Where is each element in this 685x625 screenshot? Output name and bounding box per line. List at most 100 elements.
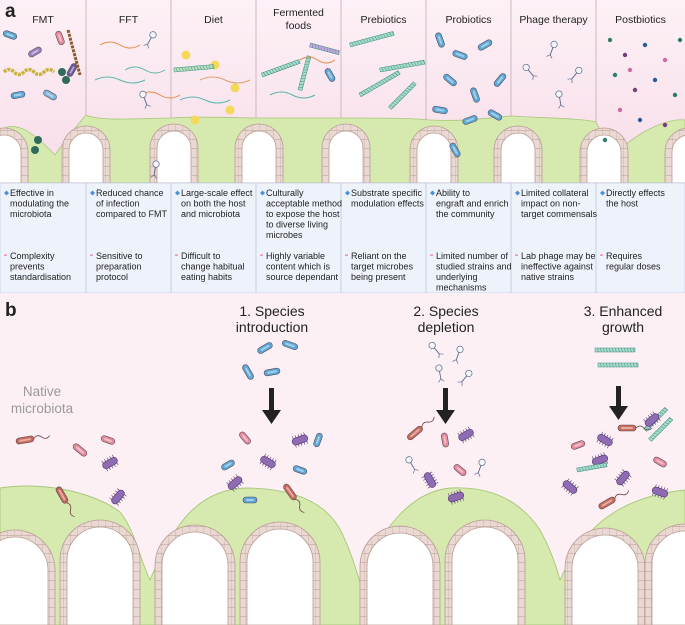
postbiotic-molecule [662,57,668,63]
crypt [579,127,629,184]
postbiotic-molecule [607,37,613,43]
postbiotic-molecule [652,77,658,83]
con-text-line: underlying [436,272,478,282]
con-text-line: change habitual [181,262,245,272]
bacterium-rod [242,364,254,380]
pro-text-line: microbes [266,230,303,240]
phage [143,31,157,49]
postbiotic-molecule [642,42,648,48]
phage [452,345,464,364]
bacterium-rod [2,30,18,40]
crypt-lumen [671,135,685,184]
native-microbiota-label-line2: microbiota [11,401,74,416]
crypt-lumen [68,132,104,184]
phage [474,458,486,477]
spiky-bacterium [614,469,632,487]
fiber-strand [124,66,166,74]
step-2-title-line1: 2. Species [413,303,478,319]
pro-text-line: compared to FMT [96,209,168,219]
prebiotic-fiber [388,81,417,110]
bacterium-rod [449,142,461,158]
pro-text-line: Reduced chance [96,188,164,198]
pro-bullet-icon [260,190,265,196]
con-text-line: Reliant on the [351,251,407,261]
con-text-line: Difficult to [181,251,220,261]
bacterium-rod [443,73,457,87]
phage [522,63,538,81]
crypt-lumen [451,526,519,625]
con-text-line: regular doses [606,262,661,272]
con-text-line: prevents [10,262,45,272]
crypt [444,519,526,625]
pro-text-line: and microbiota [181,209,240,219]
con-text-line: standardisation [10,272,71,282]
con-text-line: eating habits [181,272,233,282]
phage [428,341,444,359]
step-3-arrow [609,386,628,420]
panel-b-label: b [5,300,17,321]
crypt-lumen [156,130,192,184]
step-2-arrow [436,388,455,424]
column-title: FFT [119,14,139,26]
flagellated-bacterium [407,416,435,441]
column-title: Probiotics [445,14,491,26]
bacterium-rod [487,109,503,121]
bacterium-rod [435,32,445,48]
con-text-line: Requires [606,251,643,261]
bacterium-rod [462,115,478,125]
panel-b-crypts [0,519,685,625]
spiky-bacterium [561,478,579,496]
pro-text-line: Directly effects [606,188,665,198]
bacterium-rod [453,464,467,476]
postbiotic-molecule [617,107,623,113]
fiber-strand [199,76,251,84]
crypt [0,529,56,625]
pro-bullet-icon [175,190,180,196]
pro-text-line: Limited collateral [521,188,589,198]
nutrient-icon [181,50,191,60]
prebiotic-fiber [358,70,401,98]
con-bullet-icon [4,254,7,256]
fiber-strand [94,76,146,84]
phage [555,90,565,109]
crypt-lumen [500,132,536,184]
bacterium-rod [470,87,480,103]
bacterium-rod [43,89,57,101]
spiky-bacterium [596,431,614,449]
prebiotic-fiber [597,362,639,368]
spiky-bacterium [447,489,465,505]
prebiotic-fiber [379,59,426,73]
pro-text-line: Effective in [10,188,54,198]
con-text-line: native strains [521,272,575,282]
flagellated-bacterium [598,490,630,510]
bacterium-rod [441,432,449,448]
native-microbiota-label-line1: Native [23,384,61,399]
bacterium-rod [493,73,507,87]
postbiotic-molecule [612,72,618,78]
prebiotic-fiber [349,31,395,48]
pro-text-line: modulation effects [351,199,424,209]
phage [435,364,445,383]
spiky-bacterium [291,432,309,448]
con-text-line: content which is [266,262,331,272]
pro-text-line: target commensals [521,209,598,219]
chain-bacterium [66,29,82,76]
flagellated-bacterium [617,424,653,432]
fiber-strand [299,56,336,64]
spiky-bacterium [457,426,475,444]
column-title: Prebiotics [360,14,406,26]
column-title: Diet [204,14,223,26]
fiber-strand [179,96,231,104]
nutrient-icon [190,115,200,125]
postbiotic-molecule [627,67,633,73]
spiky-bacterium [643,411,661,429]
crypt-lumen [246,528,314,625]
crypt-lumen [366,532,434,625]
spiky-bacterium [226,474,244,492]
pro-bullet-icon [515,190,520,196]
panel-b: b Native microbiota 1. Species introduct… [0,293,685,625]
chain-bacterium [2,67,56,77]
pro-bullet-icon [600,190,605,196]
bacterium-rod [477,39,493,51]
